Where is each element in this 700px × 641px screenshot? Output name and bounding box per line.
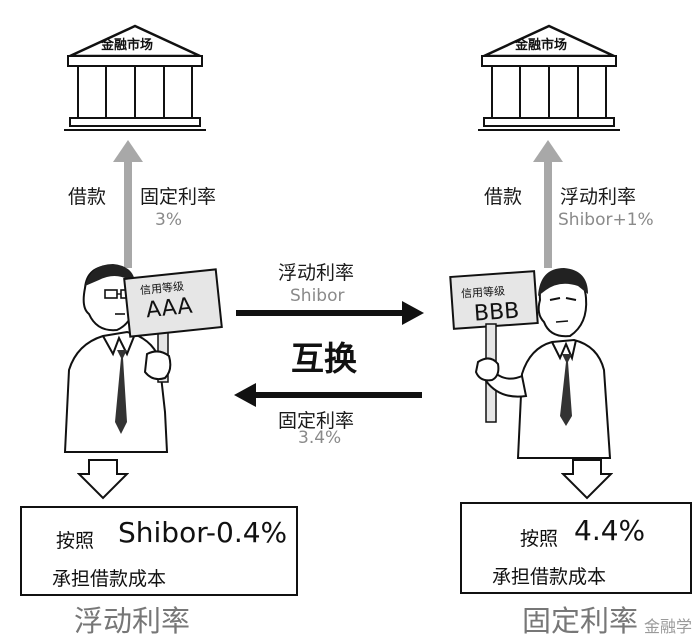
left-bank-icon <box>64 24 206 131</box>
right-result-prefix: 按照 <box>520 528 559 550</box>
right-rating-value: BBB <box>473 298 521 327</box>
right-borrow-rate-type: 浮动利率 <box>560 186 637 208</box>
swap-bottom-label: 固定利率 <box>278 410 355 432</box>
right-borrow-rate: Shibor+1% <box>558 210 654 230</box>
left-up-arrow-icon <box>113 140 143 268</box>
swap-title: 互换 <box>291 339 357 378</box>
left-result-prefix: 按照 <box>56 530 95 552</box>
right-up-arrow-icon <box>533 140 563 268</box>
left-borrow-rate-type: 固定利率 <box>140 186 217 208</box>
watermark-text: 金融学 <box>644 617 693 636</box>
left-market-label: 金融市场 <box>101 38 154 53</box>
right-bank-icon <box>478 24 620 131</box>
right-borrow-label: 借款 <box>484 186 523 208</box>
swap-bottom-value: 3.4% <box>298 428 342 448</box>
right-rating-title: 信用等级 <box>460 284 506 301</box>
left-result-rate: Shibor-0.4% <box>118 516 288 549</box>
swap-right-arrow-icon <box>236 301 424 325</box>
left-borrow-rate: 3% <box>155 210 182 230</box>
right-down-arrow-icon <box>561 459 613 500</box>
left-result-text: 承担借款成本 <box>52 568 167 590</box>
right-result-box: 按照 4.4% 承担借款成本 <box>460 502 692 594</box>
swap-left-arrow-icon <box>234 383 422 407</box>
swap-top-value: Shibor <box>290 286 345 306</box>
left-rating-value: AAA <box>144 293 194 324</box>
left-down-arrow-icon <box>77 459 129 500</box>
left-result-box: 按照 Shibor-0.4% 承担借款成本 <box>20 506 298 596</box>
swap-top-label: 浮动利率 <box>278 262 355 284</box>
right-result-text: 承担借款成本 <box>492 566 607 588</box>
right-caption: 固定利率 <box>522 604 639 638</box>
right-person-illustration <box>449 268 612 459</box>
right-result-rate: 4.4% <box>574 514 646 547</box>
right-market-label: 金融市场 <box>515 38 568 53</box>
left-caption: 浮动利率 <box>74 604 191 638</box>
left-person-illustration <box>63 264 223 453</box>
left-borrow-label: 借款 <box>68 186 107 208</box>
